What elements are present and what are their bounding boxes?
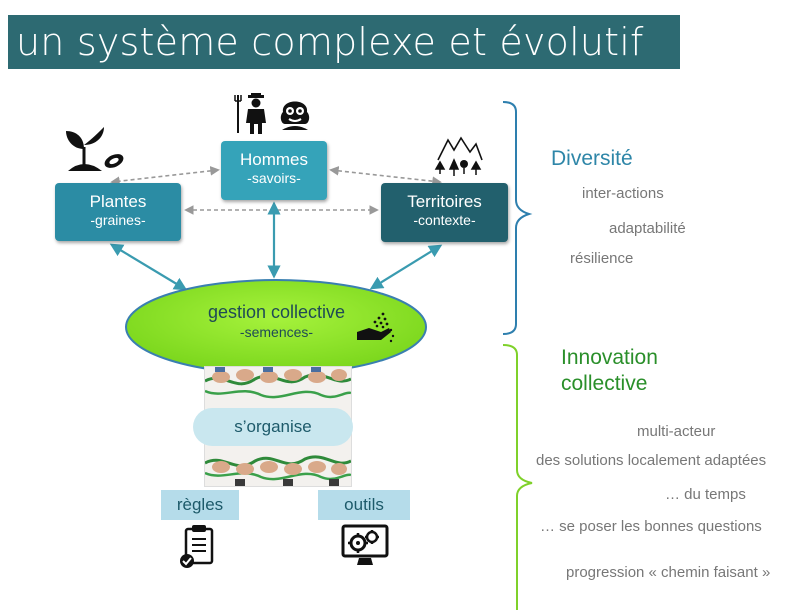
text-resilience: résilience <box>570 250 634 267</box>
mountains-trees-icon <box>434 136 483 176</box>
heading-innovation-line1: Innovation <box>561 346 658 369</box>
node-plantes: Plantes -graines- <box>55 183 181 241</box>
node-hommes-label: Hommes <box>239 150 308 169</box>
text-bonnes-questions: … se poser les bonnes questions <box>540 518 762 535</box>
brace-diversite <box>502 101 533 335</box>
computer-gears-icon <box>341 524 389 565</box>
node-gestion: gestion collective -semences- <box>125 302 428 342</box>
arrow-plantes-gestion <box>109 243 188 291</box>
text-inter-actions: inter-actions <box>582 185 664 202</box>
outils-box: outils <box>318 490 410 520</box>
node-gestion-sub: -semences- <box>239 324 314 340</box>
text-progression: progression « chemin faisant » <box>566 564 771 581</box>
heading-innovation-line2: collective <box>561 372 648 395</box>
elder-person-icon <box>280 101 310 130</box>
slide-title: un système complexe et évolutif <box>8 15 680 69</box>
node-territoires-sub: -contexte- <box>413 212 476 228</box>
farmer-icon <box>234 93 266 134</box>
arrow-territoires-gestion <box>369 244 443 290</box>
node-territoires-label: Territoires <box>407 192 482 211</box>
regles-box: règles <box>161 490 239 520</box>
dashed-arrow-hommes-territoires <box>329 166 442 186</box>
node-plantes-label: Plantes <box>89 192 147 211</box>
heading-innovation: Innovation collective <box>561 345 658 397</box>
node-territoires: Territoires -contexte- <box>381 183 508 242</box>
node-hommes: Hommes -savoirs- <box>221 141 327 200</box>
text-multi-acteur: multi-acteur <box>637 423 716 440</box>
node-plantes-sub: -graines- <box>90 212 146 228</box>
node-gestion-label: gestion collective <box>207 302 346 322</box>
dashed-arrow-hommes-plantes <box>110 166 220 186</box>
plant-seeds-icon <box>66 127 124 171</box>
node-hommes-sub: -savoirs- <box>247 170 301 186</box>
brace-innovation <box>502 344 533 610</box>
text-du-temps: … du temps <box>665 486 746 503</box>
text-adaptabilite: adaptabilité <box>609 220 686 237</box>
sowing-hand-icon <box>357 312 395 343</box>
heading-diversite: Diversité <box>551 147 633 170</box>
organise-pill: s’organise <box>193 408 353 446</box>
clipboard-check-icon <box>180 525 214 568</box>
text-solutions-adaptees: des solutions localement adaptées <box>536 452 767 469</box>
